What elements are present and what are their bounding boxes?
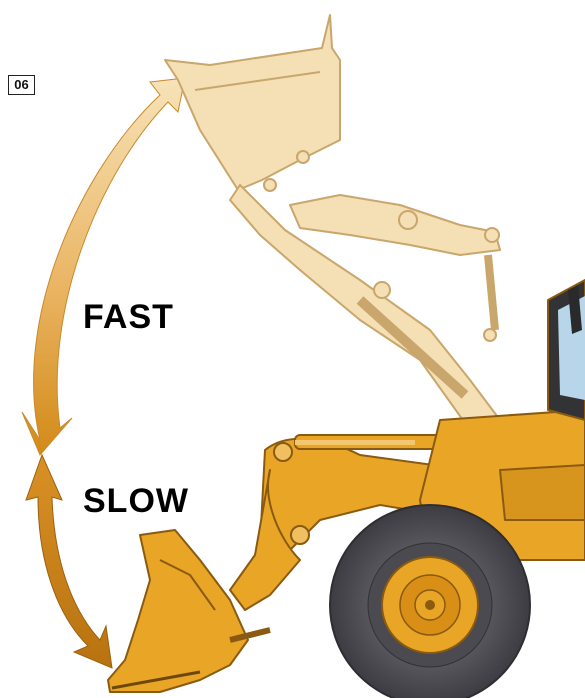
slow-arrow-icon bbox=[25, 453, 113, 669]
page-number-badge: 06 bbox=[8, 75, 35, 95]
raised-bucket-arm bbox=[164, 14, 501, 431]
lowered-bucket bbox=[107, 529, 271, 693]
front-tire bbox=[329, 504, 531, 698]
slow-label: SLOW bbox=[83, 482, 189, 520]
fast-label: FAST bbox=[83, 298, 174, 336]
fast-arrow-icon bbox=[21, 77, 186, 456]
